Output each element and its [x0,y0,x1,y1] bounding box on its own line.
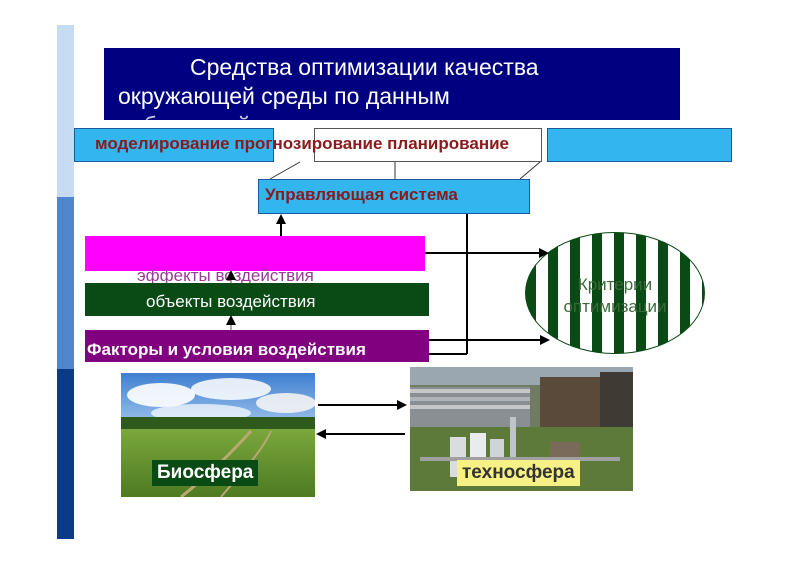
connector-methods-left [269,161,301,180]
methods-box-right [547,128,732,162]
sidebar-strip-light [57,25,74,197]
connector-methods-right [519,161,541,180]
technosphere-label: техносфера [457,460,580,486]
title-line-1: Средства оптимизации качества [190,54,539,80]
sidebar-strip-mid [57,197,74,369]
management-system-box [258,179,530,214]
methods-box-left [74,128,274,162]
effects-box [85,236,425,271]
methods-label: моделирование прогнозирование планирован… [95,134,510,153]
title-line-2: окружающей среды по данным [118,83,450,109]
title-line-3: наблюдений [118,111,680,120]
technosphere-image [410,367,633,491]
effects-label: эффекты воздействия [137,266,314,285]
criteria-line-2: оптимизации [563,297,667,316]
management-system-label: Управляющая система [265,185,458,204]
title-box: Средства оптимизации качества окружающей… [104,48,680,120]
criteria-label: Критерии оптимизации [525,274,705,318]
methods-box-middle [314,128,542,162]
criteria-line-1: Критерии [577,275,653,294]
factors-box [85,330,429,362]
factors-label: Факторы и условия воздействия [87,340,366,359]
biosphere-label: Биосфера [152,460,259,486]
sidebar-strip-dark [57,369,74,539]
objects-box [85,283,429,316]
criteria-ellipse [525,232,705,354]
objects-label: объекты воздействия [146,292,316,311]
